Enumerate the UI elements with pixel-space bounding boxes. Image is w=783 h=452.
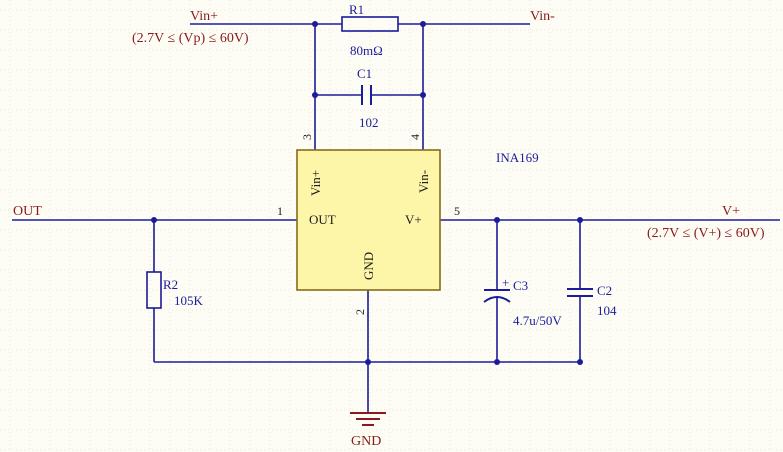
c3-capacitor[interactable]: +	[483, 275, 511, 303]
c3-designator: C3	[513, 278, 528, 293]
ic-pin-v-plus-label: V+	[405, 212, 422, 227]
ground-icon	[350, 412, 386, 426]
net-label-gnd: GND	[351, 434, 381, 449]
junction-dot	[494, 217, 500, 223]
plus-sign-icon: +	[502, 275, 509, 290]
ina169-ic-body[interactable]	[296, 149, 441, 291]
net-label-vin-plus: Vin+	[190, 9, 218, 24]
junctions	[151, 21, 583, 365]
c3-value: 4.7u/50V	[513, 313, 562, 328]
junction-dot	[420, 92, 426, 98]
net-label-vin-minus: Vin-	[530, 9, 555, 24]
ic-pin-out-label: OUT	[309, 212, 336, 227]
c1-value: 102	[359, 115, 379, 130]
junction-dot	[312, 92, 318, 98]
r1-value: 80mΩ	[350, 43, 383, 58]
c2-capacitor[interactable]	[567, 288, 593, 297]
r2-resistor[interactable]	[146, 271, 162, 309]
junction-dot	[577, 359, 583, 365]
ic-pin-vin-minus-label: Vin-	[416, 170, 431, 193]
ic-designator: INA169	[496, 150, 539, 165]
pin-number-gnd: 2	[353, 309, 367, 315]
pin-number-vin-minus: 4	[408, 134, 422, 140]
ic-pin-gnd-label: GND	[361, 252, 376, 280]
junction-dot	[151, 217, 157, 223]
pin-number-out: 1	[277, 204, 283, 218]
junction-dot	[494, 359, 500, 365]
junction-dot	[365, 359, 371, 365]
r2-value: 105K	[174, 293, 204, 308]
net-label-v-plus: V+	[722, 204, 740, 219]
pin-number-v-plus: 5	[454, 204, 460, 218]
c2-value: 104	[597, 303, 617, 318]
net-label-v-plus-range: (2.7V ≤ (V+) ≤ 60V)	[647, 226, 765, 241]
pin-number-vin-plus: 3	[300, 134, 314, 140]
junction-dot	[312, 21, 318, 27]
r1-resistor[interactable]	[341, 16, 399, 32]
c1-capacitor[interactable]	[361, 85, 372, 105]
c1-designator: C1	[357, 66, 372, 81]
ic-pin-vin-plus-label: Vin+	[308, 170, 323, 196]
junction-dot	[420, 21, 426, 27]
r1-designator: R1	[349, 2, 364, 17]
net-label-out: OUT	[13, 204, 42, 219]
net-label-vin-plus-range: (2.7V ≤ (Vp) ≤ 60V)	[132, 31, 249, 46]
junction-dot	[577, 217, 583, 223]
r2-designator: R2	[163, 277, 178, 292]
c2-designator: C2	[597, 283, 612, 298]
